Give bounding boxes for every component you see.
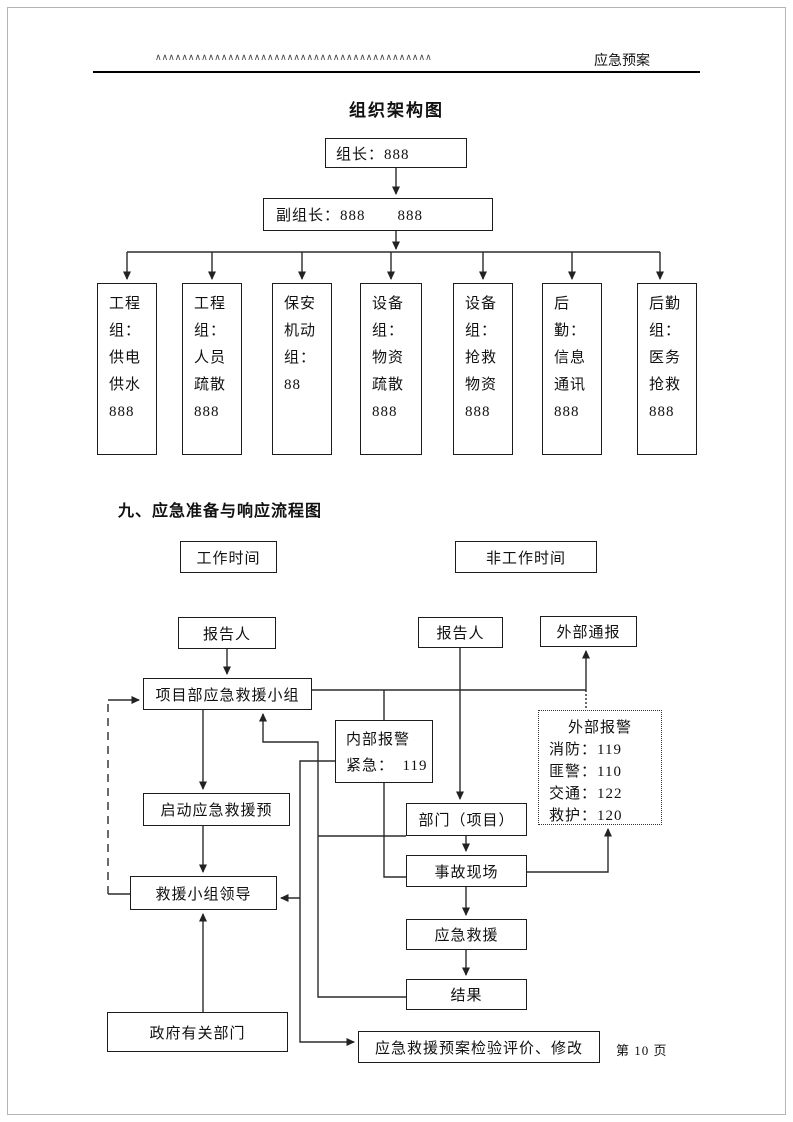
org-group-box-equipment-rescue: 设备 组： 抢救 物资 888 — [453, 283, 513, 455]
flow-box-rescue-team-leader: 救援小组领导 — [130, 876, 277, 910]
org-group-box-engineering-evacuation: 工程 组： 人员 疏散 888 — [182, 283, 242, 455]
external-alarm-title: 外部报警 — [567, 720, 632, 736]
page-border — [7, 7, 786, 1115]
flow-box-external-notice: 外部通报 — [540, 616, 637, 647]
flow-box-government-departments: 政府有关部门 — [107, 1012, 288, 1052]
org-group-box-security: 保安 机动 组： 88 — [272, 283, 332, 455]
flow-box-internal-alarm: 内部报警 紧急： 119 — [335, 720, 433, 783]
flow-chart-heading: 九、应急准备与响应流程图 — [118, 503, 323, 520]
flow-box-reporter-left: 报告人 — [178, 617, 276, 649]
flow-box-emergency-rescue: 应急救援 — [406, 919, 527, 950]
header-rule — [93, 71, 700, 73]
flow-box-department-project: 部门（项目） — [406, 803, 527, 836]
flow-box-reporter-right: 报告人 — [418, 617, 503, 648]
flow-box-accident-scene: 事故现场 — [406, 855, 527, 887]
org-chart-title: 组织架构图 — [349, 101, 444, 120]
org-group-box-logistics-info: 后 勤： 信息 通讯 888 — [542, 283, 602, 455]
flow-box-non-work-time: 非工作时间 — [455, 541, 597, 573]
org-leader-box: 组长：888 — [325, 138, 467, 168]
flow-box-external-alarm: 外部报警 消防：119 匪警：110 交通：122 救护：120 — [538, 710, 662, 825]
org-deputy-box: 副组长：888 888 — [263, 198, 493, 231]
flow-box-plan-review: 应急救援预案检验评价、修改 — [358, 1031, 600, 1063]
org-group-box-equipment-materials: 设备 组： 物资 疏散 888 — [360, 283, 422, 455]
flow-box-project-emergency-team: 项目部应急救援小组 — [143, 678, 312, 710]
org-group-box-logistics-medical: 后勤 组： 医务 抢救 888 — [637, 283, 697, 455]
flow-box-start-rescue-plan: 启动应急救援预 — [143, 793, 290, 826]
header-squiggle: ∧∧∧∧∧∧∧∧∧∧∧∧∧∧∧∧∧∧∧∧∧∧∧∧∧∧∧∧∧∧∧∧∧∧∧∧∧∧∧∧… — [155, 52, 432, 62]
flow-box-work-time: 工作时间 — [180, 541, 277, 573]
flow-box-result: 结果 — [406, 979, 527, 1010]
page-number: 第 10 页 — [616, 1043, 668, 1058]
header-doc-title: 应急预案 — [594, 54, 650, 69]
external-alarm-phone-list: 消防：119 匪警：110 交通：122 救护：120 — [549, 742, 623, 824]
org-group-box-engineering-power: 工程 组： 供电 供水 888 — [97, 283, 157, 455]
